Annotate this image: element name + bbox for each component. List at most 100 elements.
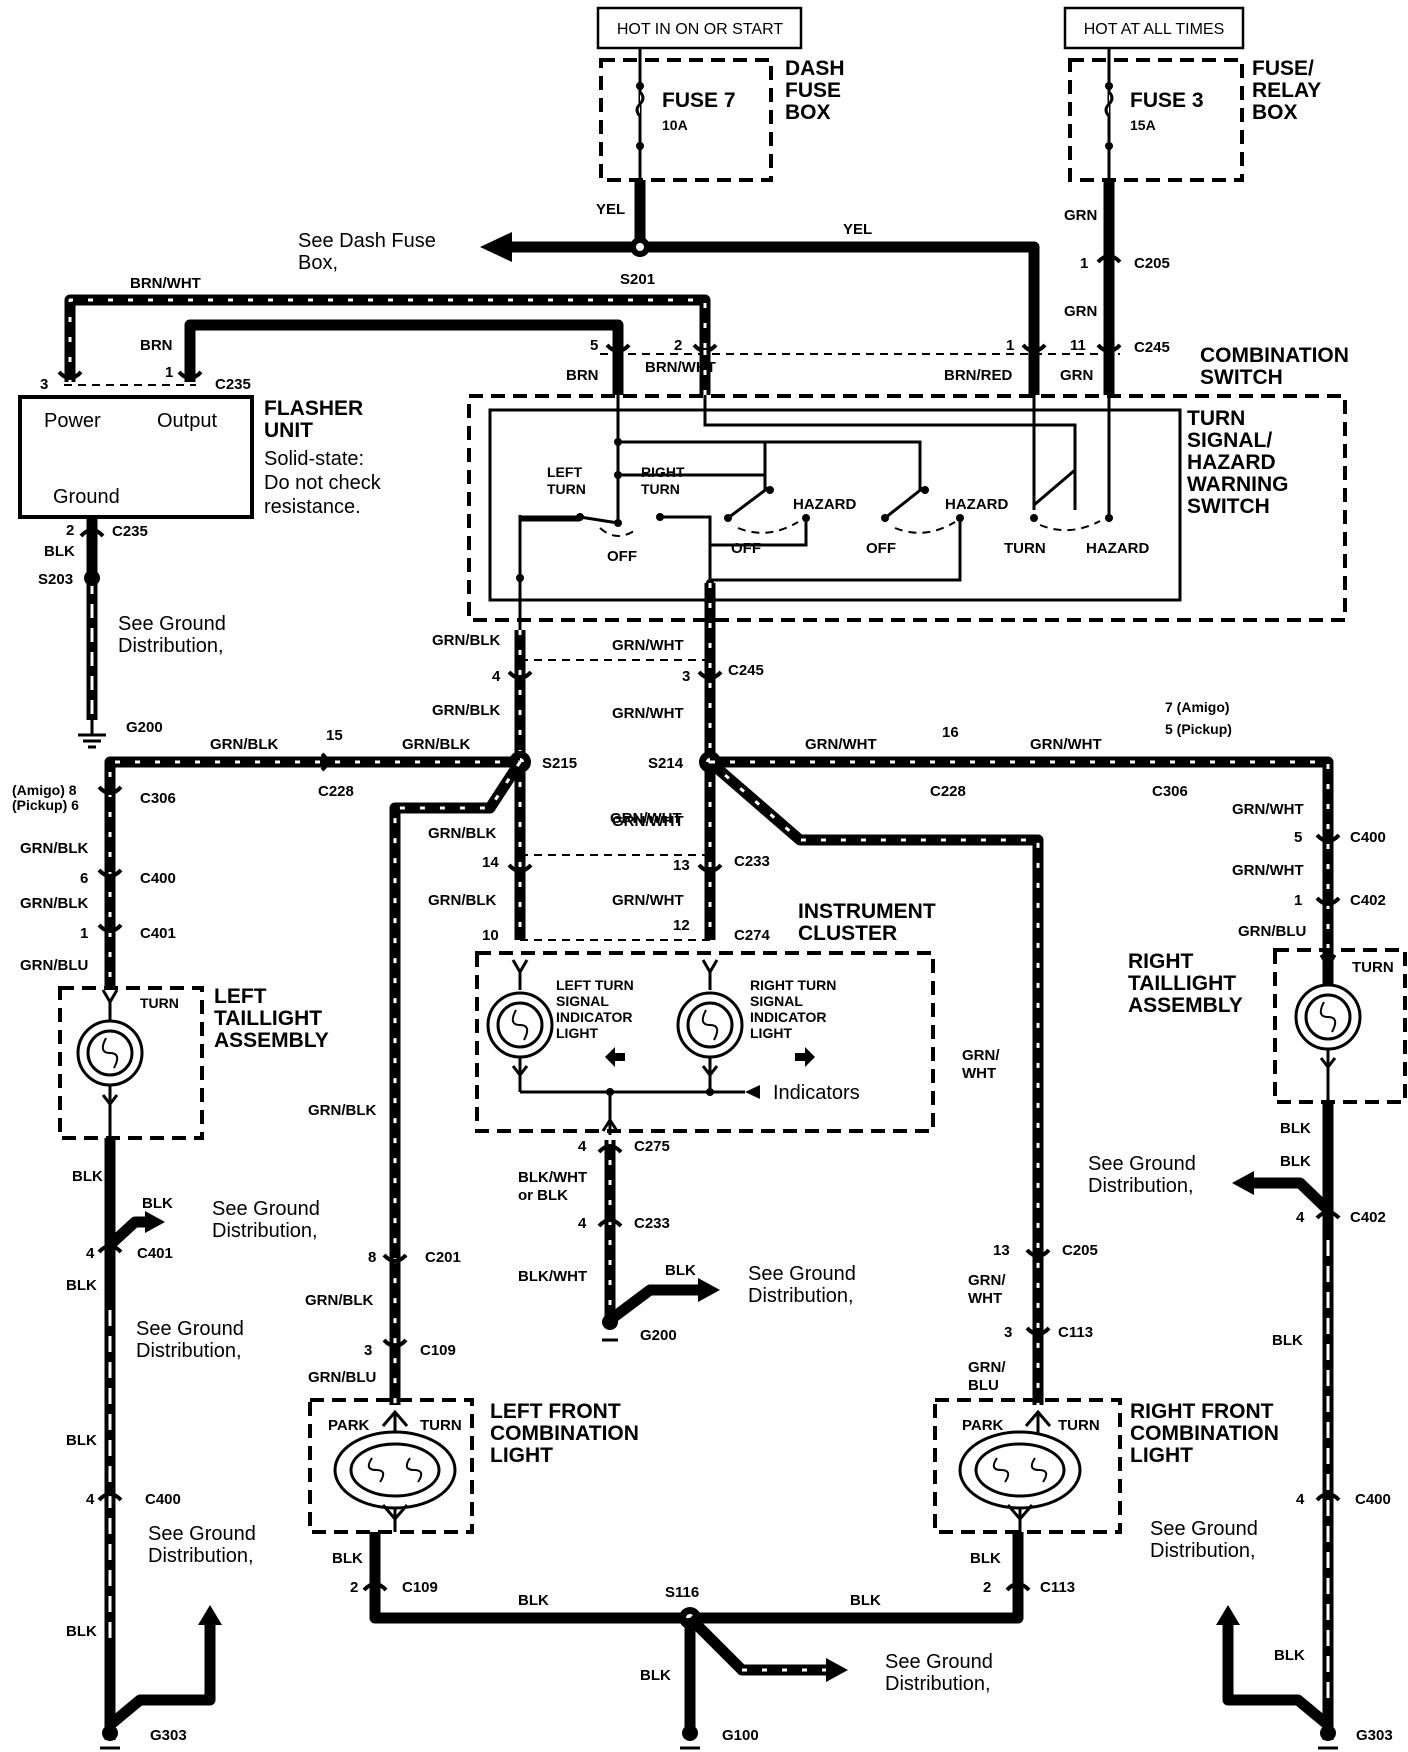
- hot-in-on-or-start-label: HOT IN ON OR START: [617, 21, 783, 38]
- see-dash-fuse-arrow-icon: [480, 232, 512, 262]
- right-rear-branch: GRN/WHT 16 GRN/WHT C228 C306 7 (Amigo)5 …: [710, 699, 1407, 1750]
- right-front-light-box: [933, 1398, 1122, 1534]
- wire-label-grn-blk-left-2: GRN/BLK: [402, 736, 470, 753]
- wire-label-grn-2: GRN: [1064, 303, 1097, 320]
- c205-pin-13: 13: [993, 1242, 1010, 1259]
- wire-label-brn-switch: BRN: [566, 367, 599, 384]
- right-front-turn-label: TURN: [1058, 1417, 1100, 1434]
- wire-label-grn-blk-s215: GRN/BLK: [428, 825, 496, 842]
- g200-top-label: G200: [126, 719, 163, 736]
- c228-pin-16: 16: [942, 724, 959, 741]
- fuse7-box-outline: [599, 58, 773, 182]
- c275-label: C275: [634, 1138, 670, 1155]
- c401-left-pin-1: 1: [80, 925, 88, 942]
- wire-label-blk-left-1: BLK: [72, 1168, 103, 1185]
- wire-label-grn-blk-c233: GRN/BLK: [428, 892, 496, 909]
- c205-top-label: C205: [1134, 255, 1170, 272]
- wire-label-grn-blu-right-front: GRN/BLU: [968, 1359, 1006, 1394]
- wire-label-blk-right-1: BLK: [1280, 1120, 1311, 1137]
- wire-label-blk-front-left: BLK: [332, 1550, 363, 1567]
- wire-label-blk-left-4: BLK: [66, 1432, 97, 1449]
- c245-pin-11: 11: [1070, 337, 1086, 354]
- wire-label-grn-wht-right-front-1: GRN/WHT: [610, 810, 682, 827]
- c402-right-label: C402: [1350, 892, 1386, 909]
- wire-label-grn-wht-right-2: GRN/WHT: [1030, 736, 1102, 753]
- wire-label-blk-s116-left: BLK: [518, 1592, 549, 1609]
- hazard-label-1: HAZARD: [793, 496, 856, 513]
- left-taillight-box: [58, 986, 204, 1140]
- fuse3-icon: [1104, 90, 1114, 118]
- c400-left-label: C400: [140, 870, 176, 887]
- s214-label: S214: [648, 755, 684, 772]
- c235-label-top: C235: [215, 376, 251, 393]
- c233-label-bottom: C233: [634, 1215, 670, 1232]
- c306-left-label: C306: [140, 790, 176, 807]
- c245-pin-3: 3: [682, 668, 690, 685]
- c233-pin-13: 13: [673, 857, 690, 874]
- c401-left-label: C401: [140, 925, 176, 942]
- c235-pin-2: 2: [66, 522, 74, 539]
- wire-label-grn-wht-c245b: GRN/WHT: [612, 705, 684, 722]
- c402-right-pin-1: 1: [1294, 892, 1302, 909]
- fuse7-icon: [635, 90, 645, 118]
- wire-label-blk-cluster-ground: BLK: [665, 1262, 696, 1279]
- wire-label-grn-blk-left-1: GRN/BLK: [210, 736, 278, 753]
- c205-bottom-label: C205: [1062, 1242, 1098, 1259]
- c113-pin-3: 3: [1004, 1324, 1012, 1341]
- c235-pin-1: 1: [165, 364, 173, 381]
- wire-label-grn-wht-right-front-2: GRN/WHT: [962, 1047, 1000, 1082]
- instrument-cluster-outline: [475, 951, 935, 1133]
- indicators-label: Indicators: [773, 1082, 860, 1104]
- wire-label-grn-switch: GRN: [1060, 367, 1093, 384]
- wire-label-blk-left-3: BLK: [66, 1277, 97, 1294]
- c113-pin-2: 2: [983, 1579, 991, 1596]
- wire-label-blk-s116-down: BLK: [640, 1667, 671, 1684]
- fuse7-rating: 10A: [662, 117, 688, 133]
- c402-right-bottom-label: C402: [1350, 1209, 1386, 1226]
- c233-label-top: C233: [734, 853, 770, 870]
- c228-left-label: C228: [318, 783, 354, 800]
- left-front-turn-label: TURN: [420, 1417, 462, 1434]
- wire-label-blk-right-3: BLK: [1272, 1332, 1303, 1349]
- wire-label-blk-s116-right: BLK: [850, 1592, 881, 1609]
- ground-g200-top-icon: [78, 720, 106, 749]
- s201-label: S201: [620, 271, 655, 288]
- c400-right-bottom-label: C400: [1355, 1491, 1391, 1508]
- c109-pin-2: 2: [350, 1579, 358, 1596]
- off-label-3: OFF: [866, 540, 896, 557]
- off-label-2: OFF: [731, 540, 761, 557]
- wire-label-grn-blk-left-4: GRN/BLK: [20, 895, 88, 912]
- left-front-branch: GRN/BLK 8 C201 GRN/BLK 3 C109 GRN/BLU PA…: [305, 758, 1024, 1624]
- hazard-label-selector: HAZARD: [1086, 540, 1149, 557]
- wire-label-yel-1: YEL: [596, 201, 625, 218]
- flasher-wiring: BRN/WHT BRN 3 1 C235 Power Output Ground…: [18, 275, 711, 749]
- flasher-power-label: Power: [44, 410, 101, 432]
- c113-bottom-label: C113: [1040, 1579, 1075, 1596]
- flasher-unit-box: [18, 395, 254, 519]
- c228-right-label: C228: [930, 783, 966, 800]
- c274-pin-12: 12: [673, 917, 690, 934]
- wire-label-grn-wht-right-front-3: GRN/WHT: [968, 1272, 1006, 1307]
- c205-pin-1: 1: [1080, 255, 1088, 272]
- wire-label-grn-wht-c245a: GRN/WHT: [612, 637, 684, 654]
- c245-pin-1: 1: [1006, 337, 1014, 354]
- c306-left-pin-note: (Amigo) 8(Pickup) 6: [12, 782, 79, 813]
- left-front-light-box: [308, 1398, 474, 1534]
- flasher-output-label: Output: [157, 410, 217, 432]
